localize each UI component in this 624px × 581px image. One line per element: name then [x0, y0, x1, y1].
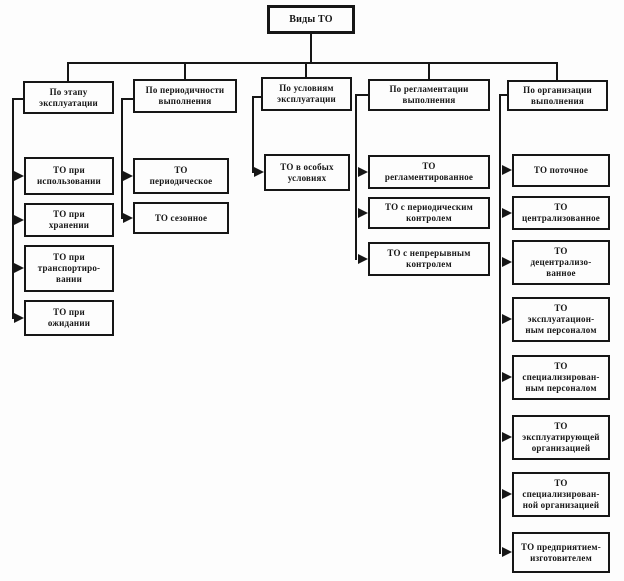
category-organization: По организации выполнения — [507, 80, 608, 111]
node-continuous-inspection-maintenance: ТО с непрерывным контролем — [368, 242, 490, 276]
node-by-operating-personnel: ТО эксплуатацион- ным персоналом — [512, 297, 610, 342]
category-regulation: По регламентации выполнения — [368, 79, 490, 111]
node-by-specialized-personnel: ТО специализирован- ным персоналом — [512, 355, 610, 400]
connector-branch3-rail — [252, 96, 254, 173]
arrow-right-icon — [14, 171, 24, 181]
category-periodicity: По периодичности выполнения — [133, 79, 237, 113]
node-periodic-maintenance: ТО периодическое — [133, 158, 229, 194]
connector-drop-branch1 — [67, 62, 69, 82]
arrow-right-icon — [502, 432, 512, 442]
connector-drop-branch3 — [305, 62, 307, 78]
node-seasonal-maintenance: ТО сезонное — [133, 202, 229, 234]
node-by-manufacturer: ТО предприятием- изготовителем — [512, 532, 610, 573]
node-centralized-maintenance: ТО централизованное — [512, 196, 610, 230]
arrow-right-icon — [358, 254, 368, 264]
connector-drop-branch5 — [556, 62, 558, 81]
node-maintenance-in-transportation: ТО при транспортиро- вании — [24, 245, 114, 292]
arrow-right-icon — [14, 215, 24, 225]
node-decentralized-maintenance: ТО децентрализо- ванное — [512, 240, 610, 285]
node-flow-line-maintenance: ТО поточное — [512, 154, 610, 187]
arrow-right-icon — [123, 213, 133, 223]
category-operating-conditions: По условиям эксплуатации — [261, 77, 352, 111]
connector-branch1-rail — [12, 98, 14, 319]
connector-branch4-stub — [355, 94, 368, 96]
arrow-right-icon — [502, 372, 512, 382]
arrow-right-icon — [502, 547, 512, 557]
connector-root-stem — [310, 34, 312, 63]
arrow-right-icon — [502, 489, 512, 499]
connector-top-rail — [67, 62, 558, 64]
connector-branch4-rail — [355, 94, 357, 260]
connector-drop-branch2 — [184, 62, 186, 80]
node-regulated-maintenance: ТО регламентированное — [368, 155, 490, 189]
connector-branch2-stub — [121, 98, 133, 100]
node-special-conditions-maintenance: ТО в особых условиях — [264, 154, 350, 191]
connector-branch1-stub — [12, 98, 23, 100]
node-maintenance-in-standby: ТО при ожидании — [24, 300, 114, 336]
node-by-operating-organization: ТО эксплуатирующей организацией — [512, 415, 610, 460]
category-stage-of-operation: По этапу эксплуатации — [23, 81, 114, 114]
connector-branch5-stub — [499, 94, 508, 96]
connector-branch2-rail — [121, 98, 123, 219]
node-maintenance-in-use: ТО при использовании — [24, 157, 114, 195]
arrow-right-icon — [254, 167, 264, 177]
arrow-right-icon — [14, 313, 24, 323]
arrow-right-icon — [502, 208, 512, 218]
arrow-right-icon — [502, 314, 512, 324]
arrow-right-icon — [358, 167, 368, 177]
arrow-right-icon — [14, 263, 24, 273]
arrow-right-icon — [502, 257, 512, 267]
node-maintenance-in-storage: ТО при хранении — [24, 203, 114, 237]
connector-branch3-stub — [252, 96, 261, 98]
connector-drop-branch4 — [428, 62, 430, 80]
root-node-maintenance-types: Виды ТО — [267, 5, 355, 34]
connector-branch5-rail — [499, 94, 501, 554]
arrow-right-icon — [123, 171, 133, 181]
node-by-specialized-organization: ТО специализирован- ной организацией — [512, 472, 610, 517]
arrow-right-icon — [502, 165, 512, 175]
node-periodic-inspection-maintenance: ТО с периодическим контролем — [368, 197, 490, 229]
arrow-right-icon — [358, 208, 368, 218]
